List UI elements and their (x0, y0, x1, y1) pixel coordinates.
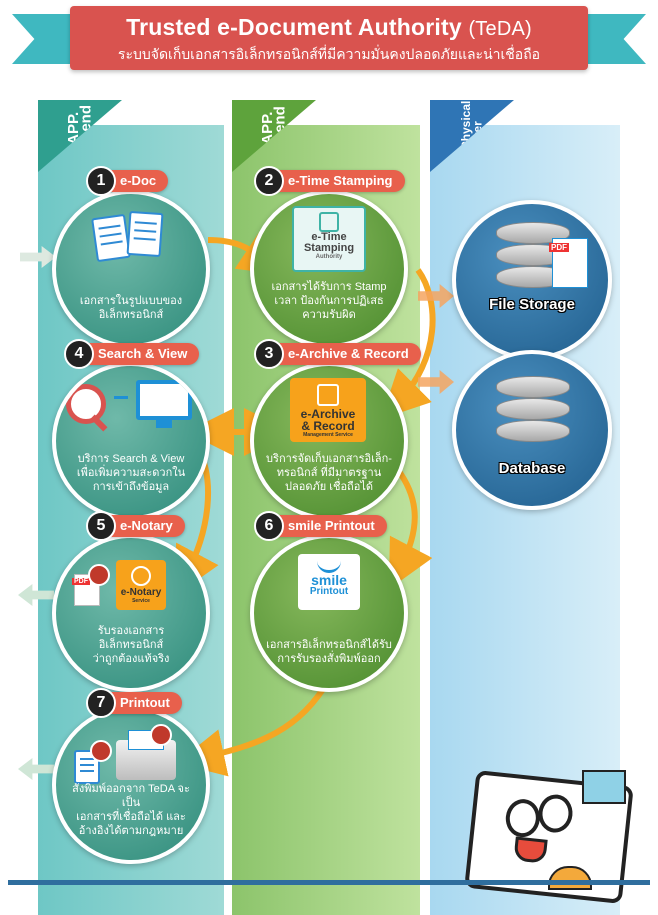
monitor-icon (136, 380, 192, 420)
step-label-text: e-Notary (120, 518, 173, 533)
badge-line: Stamping (303, 242, 355, 254)
arrow-timestamp-to-archive (381, 268, 436, 419)
badge-line: e-Notary (120, 587, 162, 598)
step-description: บริการจัดเก็บเอกสารอิเล็ก- ทรอนิกส์ ที่ม… (266, 453, 392, 493)
step-label-text: e-Time Stamping (288, 173, 393, 188)
badge-caption: Management Service (303, 432, 353, 438)
mascot-eye (536, 792, 575, 835)
database-circle: Database (452, 350, 612, 510)
step-description: รับรองเอกสารอิเล็กทรอนิกส์ ว่าถูกต้องแท้… (92, 625, 170, 665)
notary-icon (131, 566, 151, 586)
header-banner: Trusted e-Document Authority (TeDA) ระบบ… (70, 6, 588, 70)
step-number: 3 (254, 339, 284, 369)
badge-line: Printout (309, 586, 349, 597)
seal-icon (90, 740, 112, 762)
database-label: Database (498, 460, 566, 477)
step-number: 5 (86, 511, 116, 541)
seal-icon (88, 564, 110, 586)
pdf-tag: PDF (549, 243, 569, 252)
e-time-stamping-badge: e-Time Stamping Authority (292, 206, 366, 272)
title-suffix: (TeDA) (468, 18, 532, 40)
step-description: เอกสารในรูปแบบของ อิเล็กทรอนิกส์ (79, 295, 183, 321)
e-notary-badge: e-Notary Service (116, 560, 166, 610)
step-label-printout: 7 Printout (86, 688, 182, 718)
badge-line: e-Time (311, 231, 347, 243)
smile-printout-badge: smile Printout (298, 554, 360, 610)
step-label-e-notary: 5 e-Notary (86, 511, 185, 541)
arrow-printout-to-final (176, 676, 333, 777)
file-storage-icon (496, 222, 570, 302)
step-label-e-time-stamping: 2 e-Time Stamping (254, 166, 405, 196)
step-label-text: e-Archive & Record (288, 346, 409, 361)
smile-icon (317, 560, 341, 573)
step-label-text: Search & View (98, 346, 188, 361)
page-subtitle: ระบบจัดเก็บเอกสารอิเล็กทรอนิกส์ที่มีความ… (117, 46, 541, 62)
step-label-search-view: 4 Search & View (64, 339, 200, 369)
step-label-edoc: 1 e-Doc (86, 166, 169, 196)
title-text: Trusted e-Document Authority (126, 14, 462, 40)
right-arrow-icon (114, 396, 128, 399)
step-circle-e-archive-record: e-Archive & Record Management Service บร… (250, 362, 408, 520)
badge-caption: Service (132, 598, 150, 604)
document-icon (91, 213, 131, 263)
magnifier-icon (66, 384, 106, 424)
step-circle-search-view: บริการ Search & View เพื่อเพิ่มความสะดวก… (52, 362, 210, 520)
step-number: 1 (86, 166, 116, 196)
step-circle-smile-printout: smile Printout เอกสารอิเล็กทรอนิกส์ได้รั… (250, 534, 408, 692)
step-label-e-archive-record: 3 e-Archive & Record (254, 339, 421, 369)
database-icon (496, 376, 570, 456)
file-storage-label: File Storage (489, 296, 575, 313)
file-storage-circle: PDF File Storage (452, 200, 612, 360)
step-number: 7 (86, 688, 116, 718)
step-number: 4 (64, 339, 94, 369)
step-label-smile-printout: 6 smile Printout (254, 511, 387, 541)
step-number: 2 (254, 166, 284, 196)
step-circle-e-notary: PDF e-Notary Service รับรองเอกสารอิเล็กท… (52, 534, 210, 692)
badge-line: & Record (301, 419, 355, 433)
mascot-eye (503, 797, 542, 839)
step-number: 6 (254, 511, 284, 541)
seal-icon (150, 724, 172, 746)
stamp-icon (319, 212, 339, 232)
step-label-text: Printout (120, 695, 170, 710)
step-description: สั่งพิมพ์ออกจาก TeDA จะเป็น เอกสารที่เชื… (72, 783, 190, 837)
badge-caption: Authority (315, 254, 343, 260)
step-description: เอกสารได้รับการ Stamp เวลา ป้องกันการปฏิ… (271, 281, 387, 321)
e-archive-record-badge: e-Archive & Record Management Service (290, 378, 366, 442)
document-icon (126, 210, 164, 258)
bottom-rule (8, 880, 650, 885)
step-label-text: smile Printout (288, 518, 375, 533)
mascot-mouth (513, 836, 548, 864)
pdf-tag: PDF (72, 578, 90, 585)
monitor-stand (156, 420, 172, 428)
safe-icon (317, 384, 339, 406)
pdf-icon: PDF (72, 574, 100, 606)
step-label-text: e-Doc (120, 173, 157, 188)
step-description: บริการ Search & View เพื่อเพิ่มความสะดวก… (76, 453, 186, 493)
step-circle-printout: สั่งพิมพ์ออกจาก TeDA จะเป็น เอกสารที่เชื… (52, 706, 210, 864)
pdf-file-icon: PDF (549, 238, 588, 288)
mascot-corner (582, 770, 626, 804)
badge-line: smile (311, 572, 347, 588)
step-circle-edoc: เอกสารในรูปแบบของ อิเล็กทรอนิกส์ (52, 190, 210, 348)
step-description: เอกสารอิเล็กทรอนิกส์ได้รับ การรับรองสั่ง… (266, 639, 392, 665)
step-circle-e-time-stamping: e-Time Stamping Authority เอกสารได้รับกา… (250, 190, 408, 348)
page-title: Trusted e-Document Authority (TeDA) (70, 14, 588, 41)
badge-line: e-Archive (300, 407, 356, 421)
arrow-archive-to-printout (388, 468, 433, 590)
